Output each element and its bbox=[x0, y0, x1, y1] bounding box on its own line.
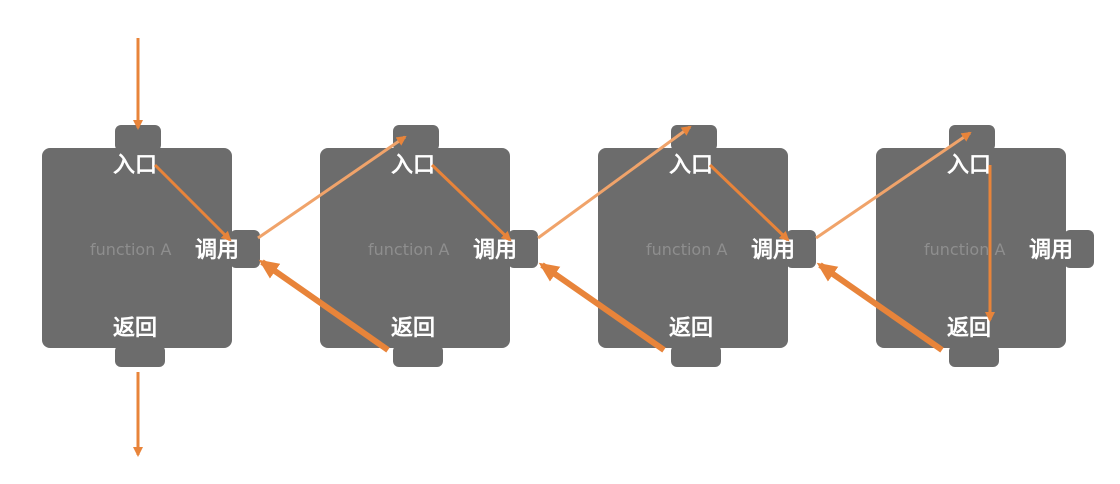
block-2-call-tab bbox=[508, 230, 538, 268]
block-1-call-label: 调用 bbox=[195, 238, 240, 263]
block-3-return-tab bbox=[671, 345, 721, 367]
block-1-return-label: 返回 bbox=[113, 316, 158, 341]
block-4-function-name: function A bbox=[924, 240, 1006, 259]
call-arrow-3-to-4 bbox=[815, 131, 972, 240]
block-2-entry-label: 入口 bbox=[391, 153, 436, 178]
block-2-return-label: 返回 bbox=[391, 316, 436, 341]
block-2-return-tab bbox=[393, 345, 443, 367]
block-4-return-label: 返回 bbox=[947, 316, 992, 341]
function-block-1 bbox=[42, 148, 232, 348]
block-4-call-label: 调用 bbox=[1029, 238, 1074, 263]
block-1-function-name: function A bbox=[90, 240, 172, 259]
block-4-entry-label: 入口 bbox=[947, 153, 992, 178]
block-1-entry-label: 入口 bbox=[113, 153, 158, 178]
call-arrow-1-to-2 bbox=[257, 135, 407, 240]
block-1-internal-arrow bbox=[153, 163, 232, 242]
block-2-call-label: 调用 bbox=[473, 238, 518, 263]
block-4-call-tab bbox=[1064, 230, 1094, 268]
call-arrow-2-to-3 bbox=[537, 125, 692, 240]
block-2-internal-arrow bbox=[430, 163, 512, 242]
block-3-entry-label: 入口 bbox=[669, 153, 714, 178]
return-arrow-3-to-2 bbox=[538, 262, 666, 353]
block-4-return-tab bbox=[949, 345, 999, 367]
block-3-entry-tab bbox=[671, 125, 717, 151]
function-block-4 bbox=[876, 148, 1066, 348]
function-block-2 bbox=[320, 148, 510, 348]
function-block-3 bbox=[598, 148, 788, 348]
return-arrow-2-to-1 bbox=[258, 259, 390, 353]
block-3-call-label: 调用 bbox=[751, 238, 796, 263]
block-3-internal-arrow bbox=[708, 163, 790, 242]
block-2-function-name: function A bbox=[368, 240, 450, 259]
block-1-return-tab bbox=[115, 345, 165, 367]
block-1-call-tab bbox=[230, 230, 260, 268]
block-4-entry-tab bbox=[949, 125, 995, 151]
block-3-return-label: 返回 bbox=[669, 316, 714, 341]
block-3-function-name: function A bbox=[646, 240, 728, 259]
return-arrow-4-to-3 bbox=[816, 262, 944, 353]
block-3-call-tab bbox=[786, 230, 816, 268]
